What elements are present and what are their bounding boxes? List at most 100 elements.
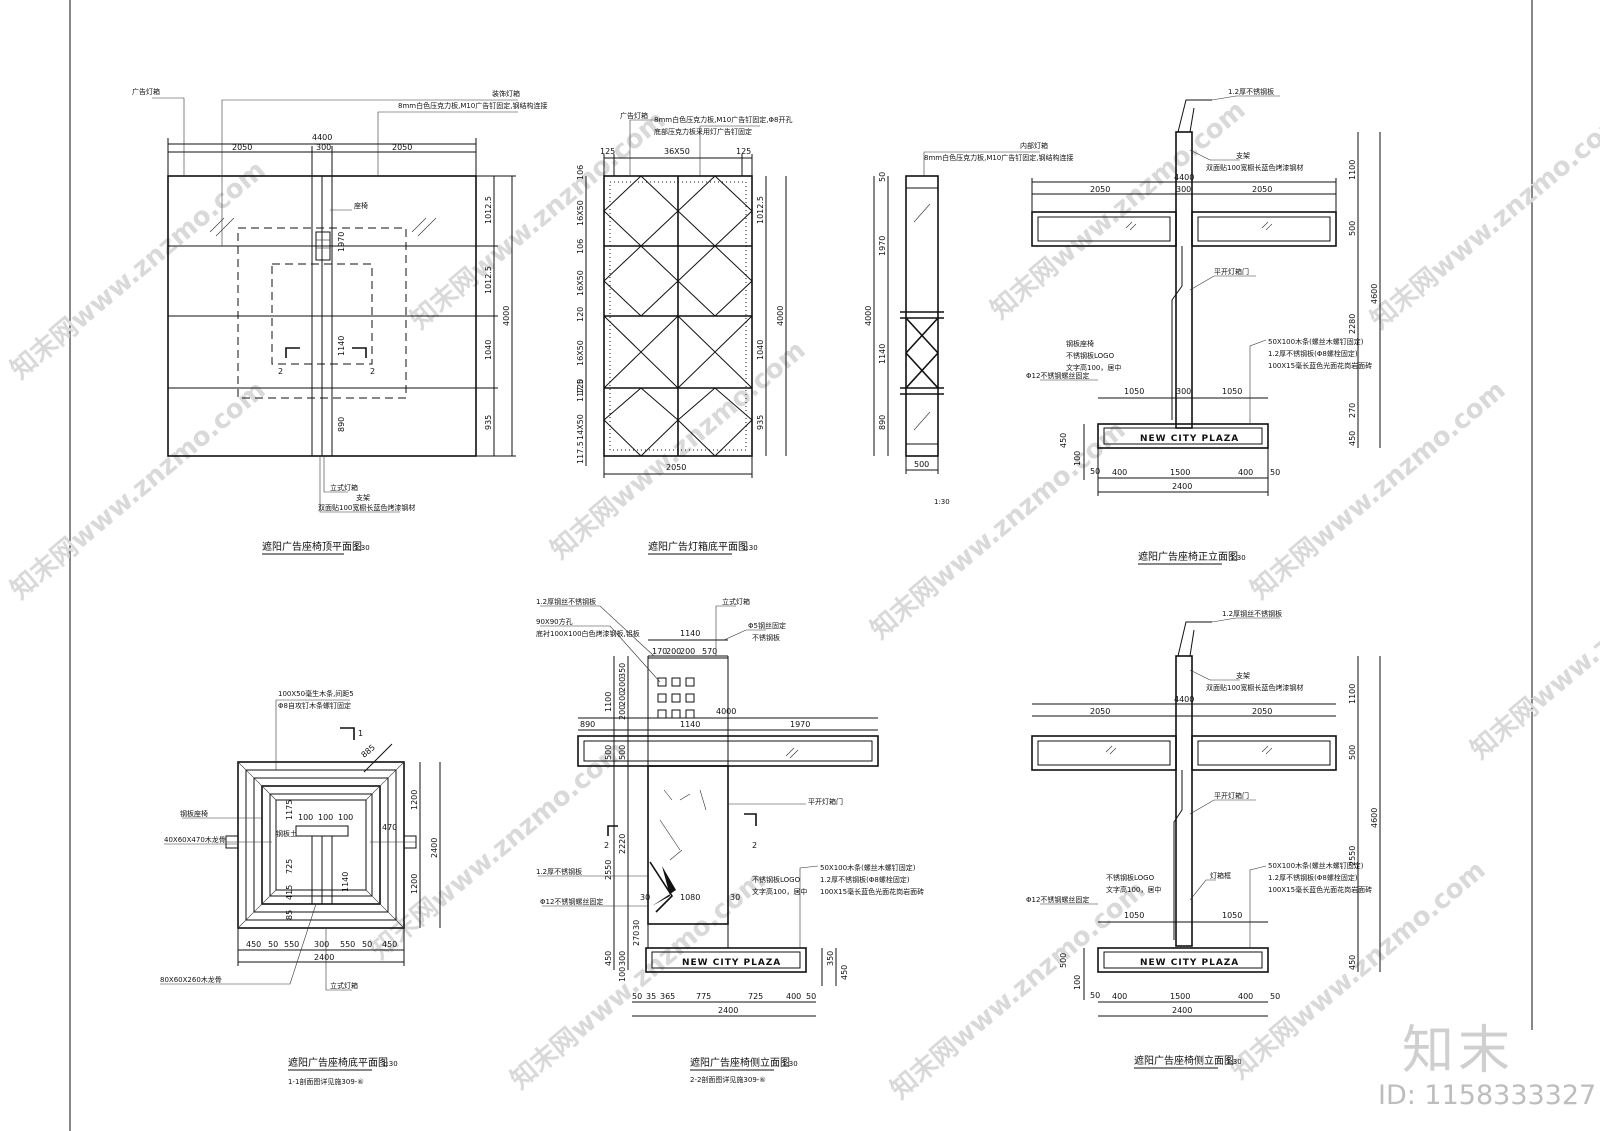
se-label-2: 90X90方孔 xyxy=(536,617,573,626)
sp-label-7: 立式灯箱 xyxy=(330,981,358,990)
se2-label-3: 双面贴100宽橱长蓝色烤漆钢材 xyxy=(1206,683,1303,692)
se-dim-left-8: 2550 xyxy=(604,860,613,880)
se2-seat-text: NEW CITY PLAZA xyxy=(1140,958,1239,968)
se-dim-mid-7: 30 xyxy=(730,893,740,902)
lb-dim-top-3: 125 xyxy=(736,147,751,156)
fe-seat-text: NEW CITY PLAZA xyxy=(1140,434,1239,444)
ss-dim-4000: 4000 xyxy=(864,306,873,326)
ss-dim-890: 890 xyxy=(878,415,887,430)
lb-dim-left-10: 117.5 xyxy=(576,441,585,464)
fe-dim-seat-1: 1050 xyxy=(1124,387,1144,396)
sp-dim-1140: 1140 xyxy=(341,872,350,892)
scale-side-elev: 1:30 xyxy=(782,1060,798,1068)
se2-dim-right-4: 4600 xyxy=(1370,808,1379,828)
se-dim-bot-4: 775 xyxy=(696,992,711,1001)
se2-label-7: 灯箱框 xyxy=(1210,871,1231,880)
se-seat-text: NEW CITY PLAZA xyxy=(682,958,781,968)
dim-inner-1140: 1140 xyxy=(337,336,346,356)
se-label-8: 1.2厚不锈钢板 xyxy=(536,867,582,876)
fe-label-8: 50X100木条(螺丝木螺钉固定) xyxy=(1268,337,1364,346)
se-dim-mid-6: 30 xyxy=(640,893,650,902)
title-seat-plan: 遮阳广告座椅底平面图 xyxy=(288,1056,388,1069)
lb-dim-left-3: 106 xyxy=(576,239,585,254)
se2-label-5: 不锈钢板LOGO xyxy=(1106,873,1155,882)
label-bracket: 支架 xyxy=(356,493,370,502)
se-dim-mid-3: 1140 xyxy=(680,720,700,729)
se-dim-bot-6: 400 xyxy=(786,992,801,1001)
dim-total-top: 4400 xyxy=(312,133,332,142)
se2-dim-left-1: 500 xyxy=(1059,953,1068,968)
se-dim-mid-1: 4000 xyxy=(716,707,736,716)
se2-dim-bot-2: 1500 xyxy=(1170,992,1190,1001)
se2-label-2: 支架 xyxy=(1236,671,1250,680)
sp-label-2: Φ8自攻钉木条螺钉固定 xyxy=(278,701,351,710)
sp-label-6: 80X60X260木龙骨 xyxy=(160,975,222,984)
lb-dim-left-1: 106 xyxy=(576,165,585,180)
sp-label-1: 100X50毫生木条,间距5 xyxy=(278,689,354,698)
se2-label-10: 1.2厚不锈钢板(Φ8螺栓固定) xyxy=(1268,873,1358,882)
dim-top-3: 2050 xyxy=(392,143,412,152)
se-dim-bot-2: 35 xyxy=(646,992,656,1001)
label-deco-lightbox: 装饰灯箱 xyxy=(492,89,520,98)
fe-dim-top-2: 300 xyxy=(1176,185,1191,194)
lb-label-ad-lightbox: 广告灯箱 xyxy=(620,111,648,120)
ss-dim-50: 50 xyxy=(878,172,887,182)
se2-label-9: 50X100木条(螺丝木螺钉固定) xyxy=(1268,861,1364,870)
lb-dim-bottom: 2050 xyxy=(666,463,686,472)
se-dim-bot-1: 50 xyxy=(632,992,642,1001)
fe-dim-bot-total: 2400 xyxy=(1172,482,1192,491)
sp-dim-bot-7: 450 xyxy=(382,940,397,949)
scale-seat-plan: 1:30 xyxy=(382,1060,398,1068)
se-dim-left-2: 200 xyxy=(618,677,627,692)
label-standing-lightbox: 立式灯箱 xyxy=(330,483,358,492)
dim-right-total: 4000 xyxy=(502,306,511,326)
fe-label-9: 1.2厚不锈钢板(Φ8螺栓固定) xyxy=(1268,349,1358,358)
dim-inner-1970: 1970 xyxy=(337,232,346,252)
se-dim-left-3: 200 xyxy=(618,691,627,706)
sp-dim-100a: 100 xyxy=(298,813,313,822)
se-label-11: 1.2厚不锈钢板(Φ8螺栓固定) xyxy=(820,875,910,884)
sp-dim-725: 725 xyxy=(285,859,294,874)
fe-dim-bot-4: 50 xyxy=(1270,468,1280,477)
lb-dim-left-7: 120 xyxy=(576,379,585,394)
se-dim-left-1: 350 xyxy=(618,663,627,678)
se2-label-6: 文字高100，居中 xyxy=(1106,885,1161,894)
se2-dim-top-2: 4400 xyxy=(1174,695,1194,704)
scale-lightbox-plan: 1:30 xyxy=(742,544,758,552)
top-plan-view: 2 2 4400 2050 300 2050 1012.5 1012.5 104… xyxy=(132,87,548,555)
se2-label-11: 100X15毫长蓝色光面花岗岩面砖 xyxy=(1268,885,1372,894)
lb-dim-right-1: 1012.5 xyxy=(756,196,765,224)
dim-inner-890: 890 xyxy=(337,417,346,432)
square-holes-grid xyxy=(657,677,695,719)
se-dim-left-7: 500 xyxy=(618,745,627,760)
sp-label-5: 40X60X470木龙骨 xyxy=(164,835,226,844)
se-dim-left-6: 500 xyxy=(604,745,613,760)
se-dim-left-4: 200 xyxy=(618,705,627,720)
se-dim-top-1: 1140 xyxy=(680,629,700,638)
fe-dim-bot-3: 400 xyxy=(1238,468,1253,477)
section-mark-2-right: 2 xyxy=(370,367,375,376)
lb-dim-left-4: 16X50 xyxy=(576,270,585,296)
se-section-left: 2 xyxy=(604,841,609,850)
se-label-3: 底衬100X100白色烤漆钢板,铝板 xyxy=(536,629,640,638)
se2-dim-seat-1: 1050 xyxy=(1124,911,1144,920)
dim-top-1: 2050 xyxy=(232,143,252,152)
se-dim-bot-7: 50 xyxy=(806,992,816,1001)
se-label-7: 平开灯箱门 xyxy=(808,797,843,806)
lb-dim-right-4: 935 xyxy=(756,415,765,430)
se-dim-top-5: 570 xyxy=(702,647,717,656)
se2-label-4: 平开灯箱门 xyxy=(1214,791,1249,800)
sp-dim-bot-2: 50 xyxy=(268,940,278,949)
ss-label-acrylic: 8mm白色压克力板,M10广告钉固定,钢结构连接 xyxy=(924,153,1074,162)
se-label-4: 立式灯箱 xyxy=(722,597,750,606)
se-dim-mid-2: 890 xyxy=(580,720,595,729)
scale-side-elev2: 1:30 xyxy=(1226,1058,1242,1066)
label-seat: 座椅 xyxy=(354,201,368,210)
fe-dim-seat-3: 1050 xyxy=(1222,387,1242,396)
se-dim-top-3: 200 xyxy=(666,647,681,656)
se-dim-left-5: 1100 xyxy=(604,692,613,712)
side-elevation-view: NEW CITY PLAZA 2 2 1140 170 200 200 570 … xyxy=(536,597,924,1084)
scale-top-plan: 1:30 xyxy=(354,544,370,552)
se2-dim-bot-total: 2400 xyxy=(1172,1006,1192,1015)
